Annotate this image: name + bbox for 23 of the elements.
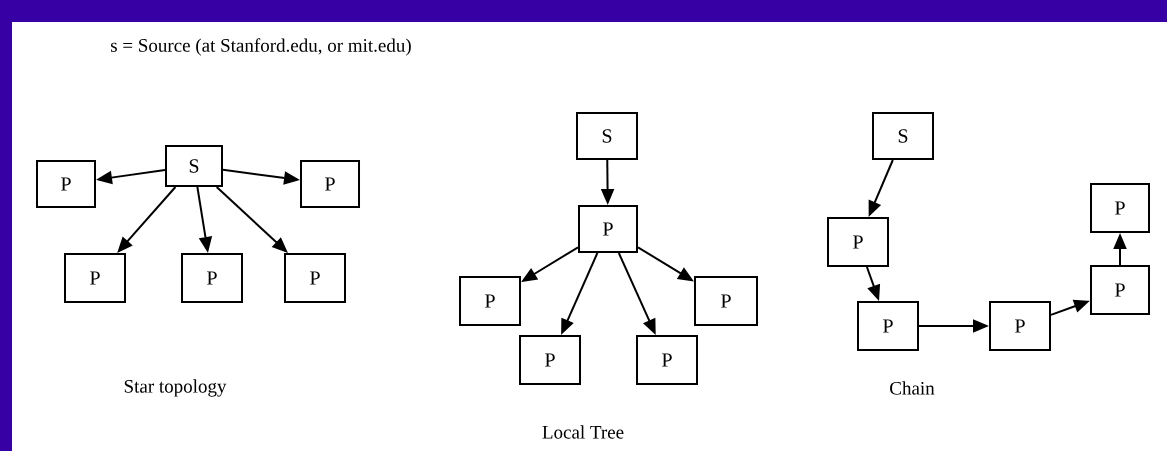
node-box: P [694,276,758,326]
diagram-caption: Star topology [124,379,227,397]
node-box: P [459,276,521,326]
node-box: P [827,217,889,267]
node-box: P [636,335,698,385]
arrow [215,186,288,253]
node-box: P [1090,183,1150,233]
node-box: P [857,301,919,351]
node-box: P [284,253,346,303]
diagram-caption: Local Tree [542,425,624,439]
node-box: P [36,160,96,208]
node-box: S [576,112,638,160]
node-box: P [64,253,126,303]
node-box: S [165,145,223,187]
node-box: P [300,160,360,208]
node-box: P [519,335,581,385]
node-box: S [872,112,934,160]
legend-note: s = Source (at Stanford.edu, or mit.edu) [111,38,411,56]
node-box: P [181,253,243,303]
node-box: P [578,205,638,253]
diagram-caption: Chain [890,381,935,395]
node-box: P [989,301,1051,351]
node-box: P [1090,265,1150,315]
